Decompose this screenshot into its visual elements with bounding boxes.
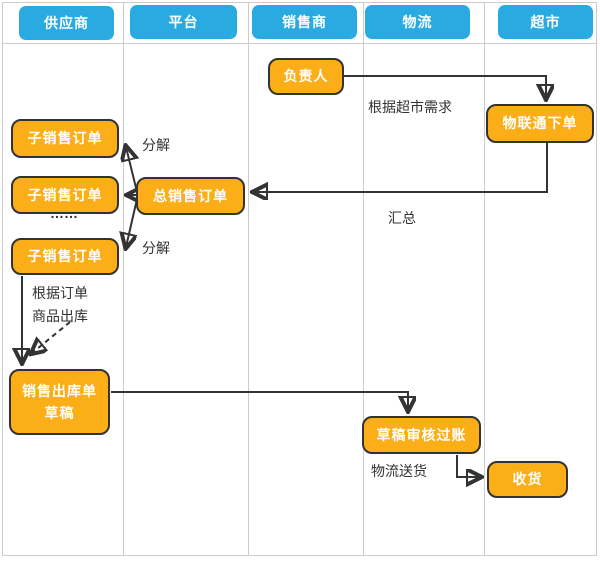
node-iot-order: 物联通下单 bbox=[486, 104, 594, 143]
label-ellipsis: …… bbox=[50, 205, 78, 221]
lane-divider-1 bbox=[123, 2, 124, 556]
label-per-supermarket-demand: 根据超市需求 bbox=[368, 99, 452, 115]
label-summarize: 汇总 bbox=[388, 210, 416, 226]
node-sales-outbound-draft: 销售出库单 草稿 bbox=[9, 369, 110, 435]
label-decompose-top: 分解 bbox=[142, 137, 170, 153]
node-sales-outbound-draft-line2: 草稿 bbox=[44, 405, 75, 421]
node-responsible-person: 负责人 bbox=[268, 58, 344, 95]
lane-divider-3 bbox=[363, 2, 364, 556]
label-decompose-bottom: 分解 bbox=[142, 240, 170, 256]
lane-header-platform: 平台 bbox=[130, 5, 237, 39]
node-sub-sales-order-3: 子销售订单 bbox=[11, 238, 119, 275]
node-receive-goods: 收货 bbox=[487, 461, 568, 498]
lane-header-supermarket: 超市 bbox=[498, 5, 593, 39]
lane-divider-4 bbox=[484, 2, 485, 556]
lane-header-seller: 销售商 bbox=[252, 5, 357, 39]
node-total-sales-order: 总销售订单 bbox=[136, 177, 245, 215]
label-goods-outbound: 商品出库 bbox=[32, 308, 88, 324]
node-draft-review-posting: 草稿审核过账 bbox=[362, 416, 481, 454]
swimlane-frame bbox=[2, 2, 597, 556]
lane-divider-2 bbox=[248, 2, 249, 556]
node-sub-sales-order-2: 子销售订单 bbox=[11, 176, 119, 214]
label-per-order: 根据订单 bbox=[32, 285, 88, 301]
lane-header-supplier: 供应商 bbox=[19, 6, 114, 40]
lane-header-logistics: 物流 bbox=[365, 5, 470, 39]
header-row-divider bbox=[2, 43, 597, 44]
node-sales-outbound-draft-line1: 销售出库单 bbox=[22, 382, 97, 399]
node-sub-sales-order-1: 子销售订单 bbox=[11, 119, 119, 158]
label-logistics-delivery: 物流送货 bbox=[371, 463, 427, 479]
